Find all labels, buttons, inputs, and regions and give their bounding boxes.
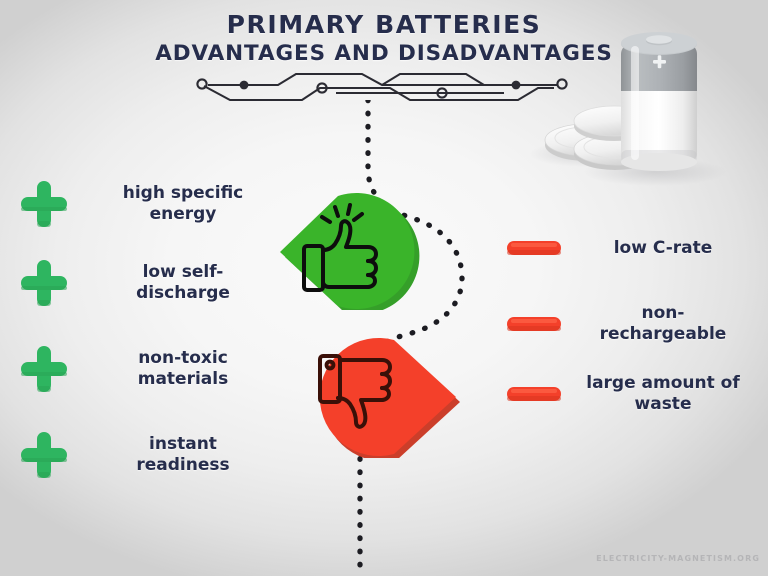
circuit-node-open-right (556, 78, 568, 90)
disadvantage-label-2-line2: waste (634, 393, 692, 414)
advantage-item-0: high specific energy (18, 178, 286, 230)
plus-icon (18, 429, 70, 481)
disadvantage-label-0-line1: low C-rate (613, 237, 713, 258)
advantage-label-3-line1: instant (149, 434, 217, 455)
advantage-item-2: non-toxic materials (18, 343, 286, 395)
circuit-node-open-left (196, 78, 208, 90)
advantage-label-0-line1: high specific (122, 183, 244, 204)
advantage-label-0-line2: energy (149, 204, 217, 224)
battery-plus-symbol (653, 55, 666, 69)
circuit-node-open-midleft (316, 82, 328, 94)
advantage-label-3: instant readiness (70, 434, 286, 475)
advantage-label-0: high specific energy (70, 183, 286, 224)
pin-shape-green (280, 193, 415, 309)
disadvantage-label-2-line1: large amount of (586, 373, 740, 393)
thumbs-down-badge (298, 330, 460, 461)
minus-dash-icon (503, 309, 565, 339)
minus-dash-icon (503, 233, 565, 263)
circuit-node-open-midright (436, 87, 448, 99)
thumbs-up-icon (302, 203, 378, 292)
thumbs-down-icon (318, 354, 392, 429)
advantage-label-2-line2: materials (137, 369, 229, 389)
aa-cell-body (621, 32, 697, 171)
advantage-label-2-line1: non-toxic (138, 348, 228, 369)
advantage-label-3-line2: readiness (136, 455, 230, 475)
disadvantage-label-1: non- rechargeable (565, 303, 765, 344)
disadvantage-item-2: large amount of waste (503, 373, 765, 414)
disadvantage-label-1-line1: non- (641, 303, 685, 323)
watermark: ELECTRICITY-MAGNETISM.ORG (596, 554, 760, 563)
advantage-label-1-line2: discharge (136, 283, 230, 303)
disadvantage-item-1: non- rechargeable (503, 303, 765, 344)
advantage-label-2: non-toxic materials (70, 348, 286, 389)
advantage-label-1: low self- discharge (70, 262, 286, 303)
aa-battery-icon (527, 2, 768, 188)
thumbs-up-badge (276, 192, 432, 314)
disadvantage-label-0: low C-rate (565, 238, 765, 259)
plus-icon (18, 343, 70, 395)
advantage-item-3: instant readiness (18, 429, 286, 481)
circuit-node-filled-right (511, 80, 521, 90)
circuit-trace-divider-icon (186, 68, 578, 110)
plus-icon (18, 178, 70, 230)
disadvantage-item-0: low C-rate (503, 233, 765, 263)
disadvantage-label-1-line2: rechargeable (599, 323, 727, 344)
advantage-label-1-line1: low self- (142, 262, 224, 283)
disadvantage-label-2: large amount of waste (565, 373, 765, 414)
minus-dash-icon (503, 379, 565, 409)
advantage-item-1: low self- discharge (18, 257, 286, 309)
plus-icon (18, 257, 70, 309)
circuit-node-filled-left (239, 80, 249, 90)
